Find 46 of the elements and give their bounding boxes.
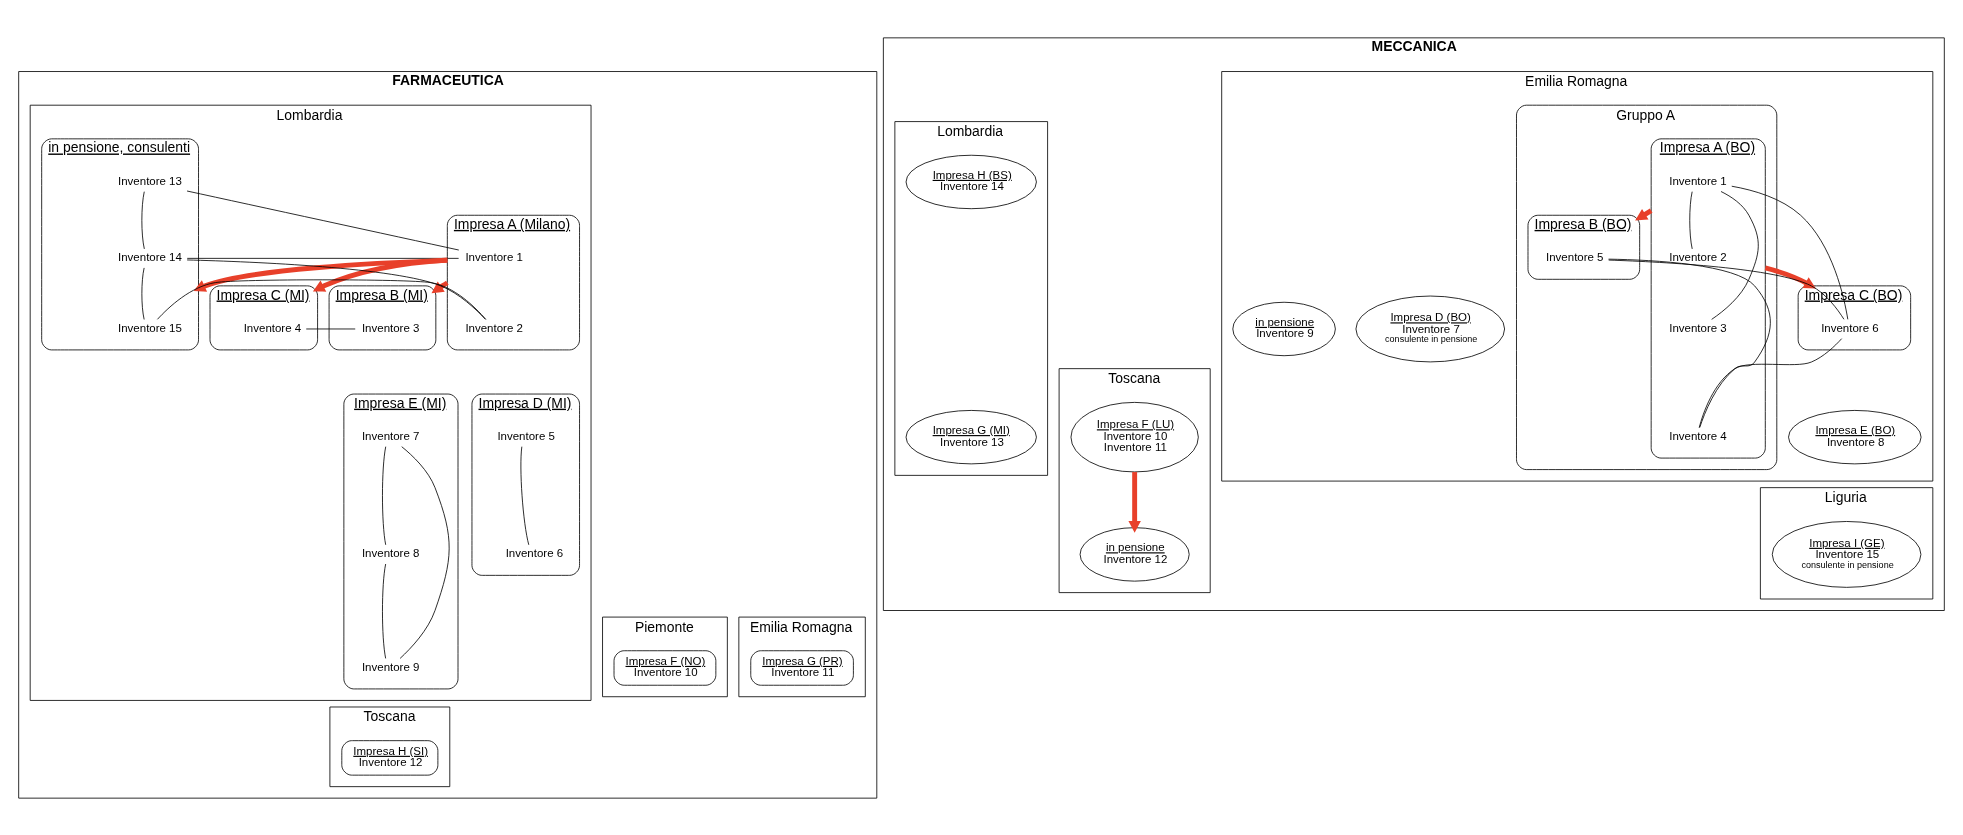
connector: [1608, 259, 1845, 320]
node-text: Inventore 1: [1669, 174, 1727, 187]
node-text: Inventore 5: [497, 429, 555, 442]
node-text: Inventore 13: [118, 174, 182, 187]
node-ellipse: Impresa H (BS) Inventore 14: [905, 154, 1037, 209]
node-text: Inventore 6: [1821, 321, 1879, 334]
node-ellipse: Impresa F (LU) Inventore 10 Inventore 11: [1070, 401, 1199, 472]
node-text: Inventore 2: [465, 321, 523, 334]
connector: [399, 445, 450, 659]
node-ellipse: in pensione Inventore 12: [1079, 526, 1190, 582]
node-ellipse: Impresa E (BO) Inventore 8: [1788, 409, 1922, 464]
connector: [305, 328, 356, 329]
node-text: Inventore 8: [361, 546, 420, 559]
node-box: Impresa F (NO) Inventore 10: [613, 649, 717, 686]
connector: [382, 563, 387, 659]
node-text: Inventore 4: [1669, 429, 1727, 442]
connector: [141, 190, 145, 249]
node-text: Inventore 3: [1669, 321, 1727, 334]
connector: [520, 445, 530, 545]
node-text: Inventore 7: [361, 429, 420, 442]
node-ellipse: in pensione Inventore 9: [1232, 301, 1336, 356]
node-text: Inventore 9: [361, 660, 420, 673]
node-text: Inventore 2: [1669, 250, 1727, 263]
node-box: Impresa G (PR) Inventore 11: [750, 649, 854, 686]
connector: [1698, 337, 1843, 428]
node-box: Impresa H (SI) Inventore 12: [341, 739, 439, 776]
node-text: Inventore 4: [243, 321, 302, 334]
node-text: Inventore 14: [118, 250, 182, 263]
node-text: Inventore 6: [505, 546, 564, 559]
node-text: Inventore 3: [361, 321, 420, 334]
node-text: Inventore 5: [1546, 250, 1604, 263]
arrow: [1764, 265, 1816, 288]
connector: [382, 445, 387, 545]
node-text: Inventore 1: [465, 250, 523, 263]
connector: [1689, 190, 1693, 249]
connector: [1731, 185, 1849, 320]
connector: [1711, 190, 1759, 320]
connector: [186, 190, 460, 250]
node-text: Inventore 15: [118, 321, 182, 334]
connector: [186, 257, 460, 259]
connector: [1608, 258, 1771, 428]
node-ellipse: Impresa I (GE) Inventore 15 consulente in pensione: [1771, 520, 1922, 588]
node-ellipse: Impresa G (MI) Inventore 13: [905, 409, 1037, 464]
node-ellipse: Impresa D (BO) Inventore 7 consulente in pensione: [1355, 295, 1505, 362]
arrow: [1128, 471, 1141, 533]
connector: [141, 267, 145, 320]
